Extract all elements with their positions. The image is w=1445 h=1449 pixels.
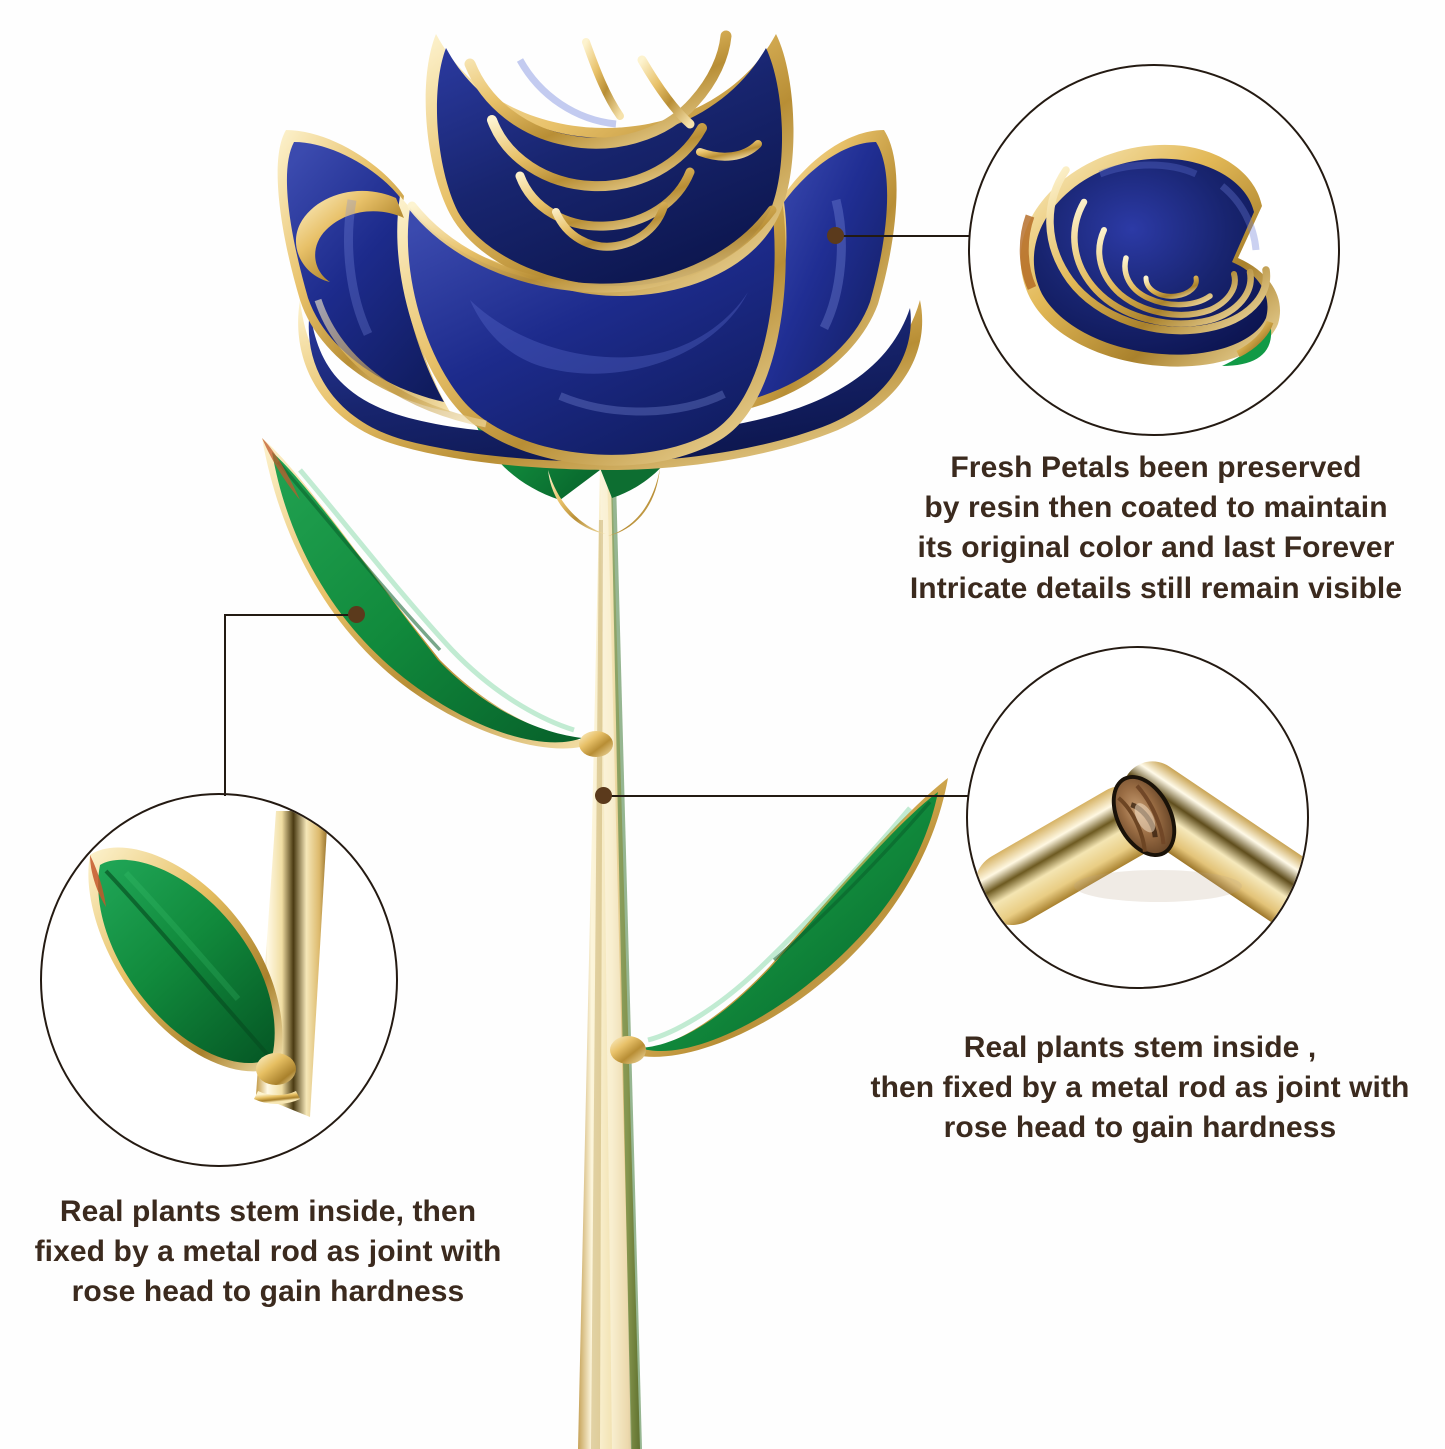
callout-rose-top-circle (968, 64, 1340, 436)
caption-real-stem-left: Real plants stem inside, then fixed by a… (34, 1195, 502, 1309)
callout-rod-art (974, 761, 1307, 927)
leader-line-rose-top (840, 235, 970, 237)
callout-rose-top-art (1019, 144, 1281, 367)
caption-real-stem-right: Real plants stem inside , then fixed by … (870, 1031, 1410, 1145)
rose-stem (578, 470, 642, 1449)
leader-line-leaf-vertical (224, 614, 226, 796)
leaf-upper (262, 438, 613, 757)
leader-line-leaf-horizontal (224, 614, 356, 616)
leader-line-rod (607, 795, 969, 797)
leader-dot-rose-top (827, 227, 844, 244)
leader-dot-rod (595, 787, 612, 804)
rose-bloom (277, 30, 923, 470)
caption-fresh-petals: Fresh Petals been preserved by resin the… (909, 451, 1403, 605)
callout-rod-circle (966, 646, 1309, 989)
main-rose-illustration (262, 30, 948, 1449)
callout-leaf-circle (40, 793, 398, 1167)
leader-dot-leaf (348, 606, 365, 623)
callout-leaf-art (88, 811, 328, 1117)
leaf-lower (610, 778, 948, 1064)
rose-svg (262, 30, 948, 1449)
